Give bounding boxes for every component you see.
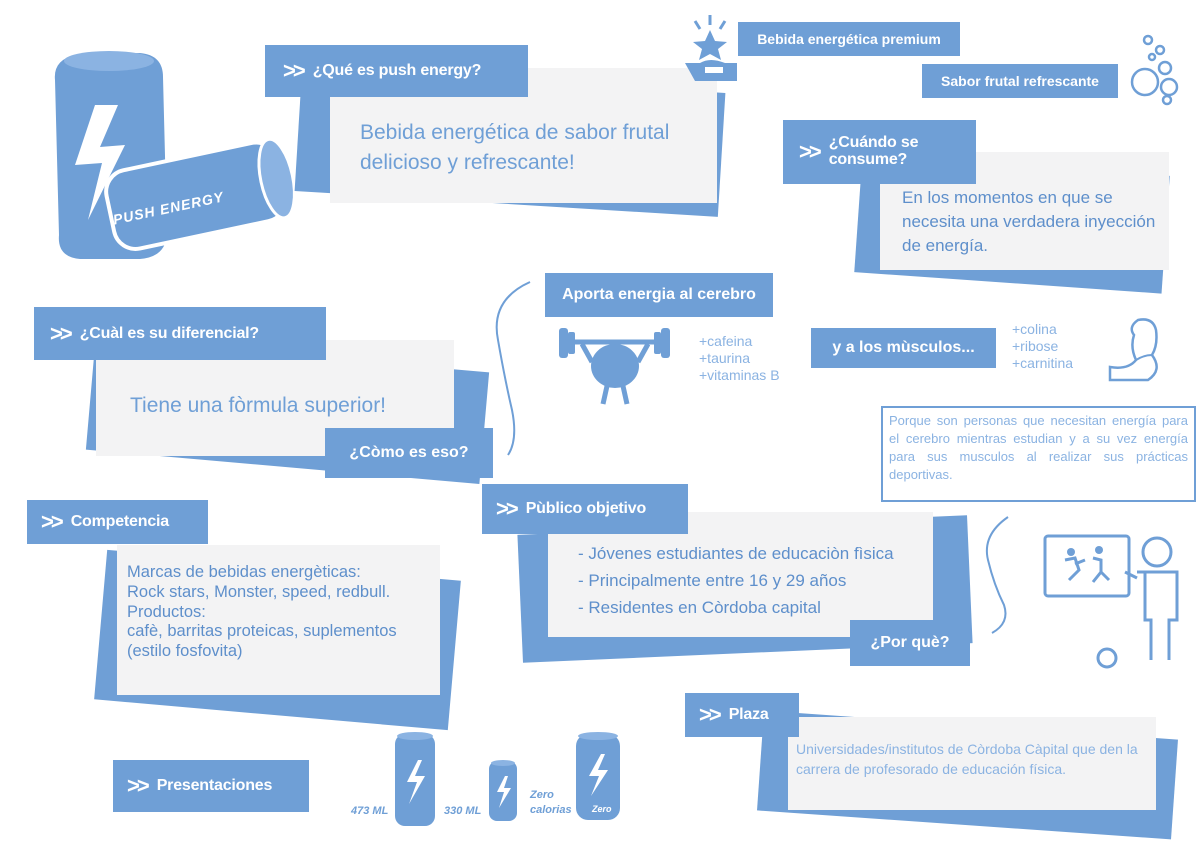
can-330-icon bbox=[489, 760, 517, 821]
chevron-right-icon: >> bbox=[50, 320, 73, 346]
differential-text: Tiene una fòrmula superior! bbox=[130, 394, 387, 417]
brain-label: Aporta energia al cerebro bbox=[545, 273, 773, 317]
audience-line: - Residentes en Còrdoba capital bbox=[578, 598, 821, 618]
audience-line: - Principalmente entre 16 y 29 años bbox=[578, 571, 847, 591]
brain-weightlifter-icon bbox=[559, 328, 670, 405]
what-title: ¿Qué es push energy? bbox=[312, 62, 482, 79]
competition-line: Rock stars, Monster, speed, redbull. bbox=[127, 582, 391, 601]
ingredient-item: +vitaminas B bbox=[699, 366, 780, 383]
can-zero-icon bbox=[576, 732, 620, 820]
audience-title-tag: >> Pùblico objetivo bbox=[482, 484, 688, 534]
competition-line: Marcas de bebidas energèticas: bbox=[127, 563, 361, 581]
place-title: Plaza bbox=[728, 706, 769, 723]
competition-panel: Marcas de bebidas energèticas: Rock star… bbox=[117, 545, 440, 695]
curve-connector bbox=[986, 516, 1009, 634]
presentations-title-tag: >> Presentaciones bbox=[113, 760, 309, 812]
competition-title-tag: >> Competencia bbox=[27, 500, 208, 544]
what-text: Bebida energética de sabor frutal delici… bbox=[360, 121, 670, 175]
competition-line: (estilo fosfovita) bbox=[127, 642, 243, 661]
size-label-473: 473 ML bbox=[351, 805, 389, 817]
place-title-tag: >> Plaza bbox=[685, 693, 799, 737]
chevron-right-icon: >> bbox=[496, 496, 519, 521]
zero-calories-label: Zero calorias bbox=[530, 789, 572, 816]
brain-ingredients: +cafeina +taurina +vitaminas B bbox=[699, 333, 780, 383]
chevron-right-icon: >> bbox=[283, 58, 306, 83]
fruity-badge: Sabor frutal refrescante bbox=[922, 64, 1118, 98]
chevron-right-icon: >> bbox=[799, 139, 822, 164]
muscles-label: y a los mùsculos... bbox=[811, 328, 996, 368]
ingredient-item: +carnitina bbox=[1012, 354, 1074, 371]
star-hand-icon bbox=[685, 15, 737, 81]
what-title-tag: >> ¿Qué es push energy? bbox=[265, 45, 528, 97]
audience-line: - Jóvenes estudiantes de educaciòn fìsic… bbox=[578, 544, 894, 563]
zero-can-text: Zero bbox=[592, 804, 612, 814]
differential-title: ¿Cuàl es su diferencial? bbox=[79, 324, 259, 342]
ingredient-item: +taurina bbox=[699, 349, 750, 366]
place-panel: Universidades/institutos de Còrdoba Càpi… bbox=[788, 717, 1156, 810]
chevron-right-icon: >> bbox=[41, 509, 64, 534]
competition-line: Productos: bbox=[127, 602, 206, 621]
place-text: Universidades/institutos de Còrdoba Càpi… bbox=[796, 741, 1138, 778]
chevron-right-icon: >> bbox=[699, 702, 722, 727]
ingredient-item: +colina bbox=[1012, 321, 1057, 337]
ingredient-item: +cafeina bbox=[699, 333, 753, 349]
chevron-right-icon: >> bbox=[127, 773, 150, 798]
energy-cans-illustration bbox=[54, 51, 296, 259]
when-title: ¿Cuándo se consume? bbox=[828, 134, 919, 168]
reason-text: Porque son personas que necesitan energí… bbox=[889, 413, 1188, 482]
audience-title: Pùblico objetivo bbox=[525, 500, 647, 517]
presentations-title: Presentaciones bbox=[156, 777, 273, 794]
when-text: En los momentos en que se necesita una v… bbox=[902, 188, 1156, 255]
size-label-330: 330 ML bbox=[444, 805, 482, 817]
premium-badge: Bebida energética premium bbox=[738, 22, 960, 56]
differential-title-tag: >> ¿Cuàl es su diferencial? bbox=[34, 307, 326, 360]
reason-box: Porque son personas que necesitan energí… bbox=[881, 406, 1196, 502]
why-question-tag: ¿Por què? bbox=[850, 620, 970, 666]
curve-connector bbox=[495, 281, 531, 456]
ingredient-item: +ribose bbox=[1012, 337, 1059, 354]
can-473-icon bbox=[395, 732, 435, 826]
competition-line: cafè, barritas proteicas, suplementos bbox=[127, 622, 397, 641]
competition-title: Competencia bbox=[70, 513, 169, 530]
teacher-board-icon bbox=[1043, 534, 1179, 669]
muscle-ingredients: +colina +ribose +carnitina bbox=[1012, 321, 1073, 371]
flexed-arm-icon bbox=[1108, 318, 1158, 382]
when-title-tag: >> ¿Cuándo se consume? bbox=[783, 120, 976, 184]
bubbles-icon bbox=[1130, 34, 1179, 106]
how-question-tag: ¿Còmo es eso? bbox=[325, 428, 493, 478]
